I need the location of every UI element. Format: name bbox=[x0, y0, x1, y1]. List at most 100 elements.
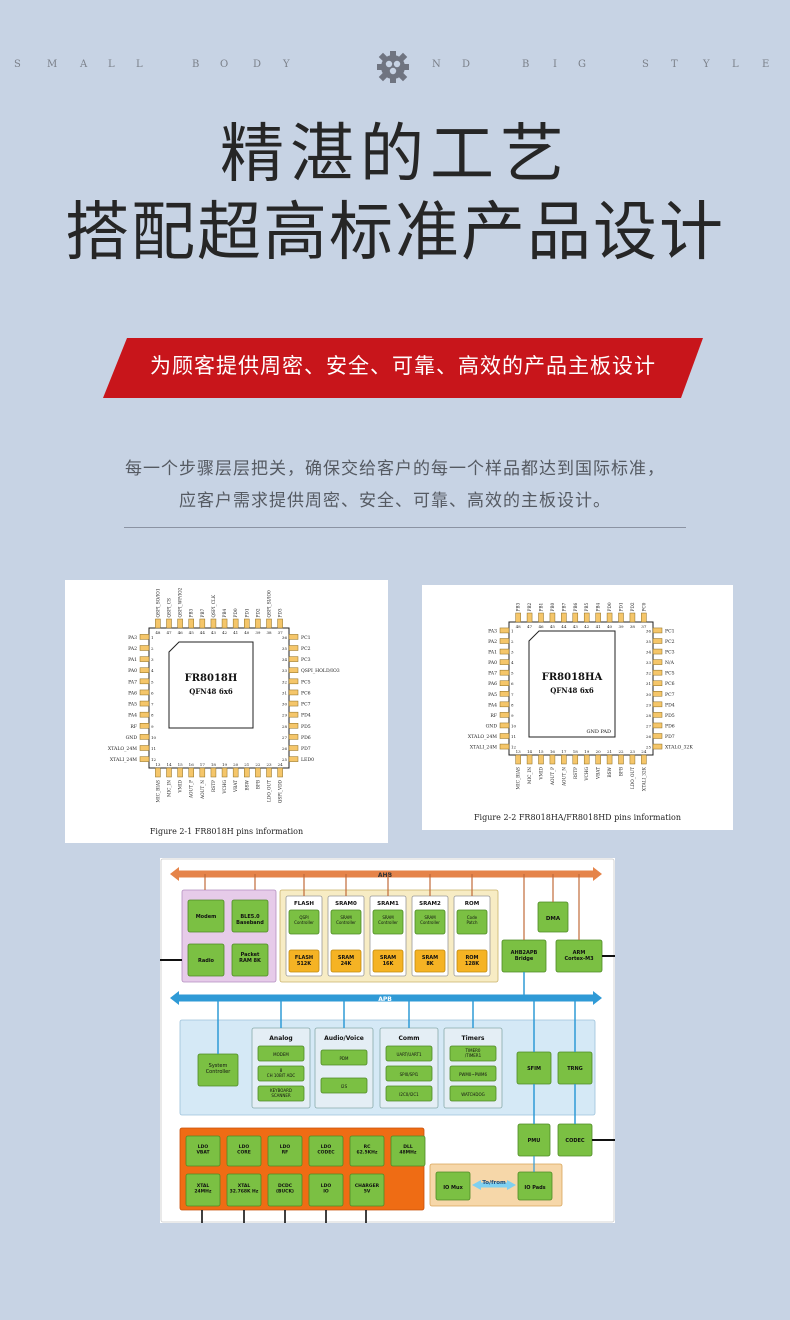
memory-size bbox=[456, 949, 488, 973]
pin-pad bbox=[499, 648, 510, 655]
pin-label: PA1 bbox=[128, 657, 137, 663]
periph-item-label: UART/UART1 bbox=[396, 1052, 422, 1057]
pin-label: PD6 bbox=[301, 735, 311, 741]
tagline-letter: O bbox=[220, 59, 229, 70]
apb-label: APB bbox=[378, 996, 392, 1003]
pin-number: 24 bbox=[278, 762, 284, 767]
periph-item bbox=[449, 1065, 497, 1082]
pin-pad bbox=[277, 618, 283, 629]
pin-pad bbox=[288, 656, 299, 662]
pin-label: QSPI_SI/IO0 bbox=[268, 590, 273, 618]
power-block bbox=[185, 1173, 221, 1207]
pin-number: 26 bbox=[646, 734, 652, 739]
pin-number: 45 bbox=[550, 624, 556, 629]
pin-label: GND bbox=[126, 735, 138, 741]
pin-number: 21 bbox=[607, 749, 612, 754]
pin-label: VCHG bbox=[223, 779, 228, 794]
pin-pad bbox=[606, 612, 613, 623]
pin-pad bbox=[561, 754, 567, 765]
pin-number: 36 bbox=[646, 628, 652, 633]
pin-label: PB3 bbox=[517, 602, 522, 611]
pin-number: 38 bbox=[630, 624, 636, 629]
pin-number: 24 bbox=[641, 749, 647, 754]
pin-label: AOUT_P bbox=[190, 780, 195, 799]
pin-pad bbox=[139, 745, 150, 751]
pin-pad bbox=[199, 767, 206, 778]
pin-number: 35 bbox=[282, 646, 288, 651]
pin-label: PD4 bbox=[301, 713, 311, 719]
pin-pad bbox=[177, 618, 183, 629]
pin-pad bbox=[561, 612, 567, 623]
pin-pad bbox=[139, 723, 150, 729]
periph-item bbox=[385, 1045, 433, 1062]
radio-block bbox=[187, 943, 225, 977]
pin-number: 39 bbox=[618, 624, 624, 629]
ahb-label: AHB bbox=[378, 872, 393, 879]
pin-number: 35 bbox=[646, 639, 652, 644]
pin-pad bbox=[166, 767, 172, 778]
memory-name: FLASH bbox=[294, 901, 314, 907]
pin-label: PD1 bbox=[620, 602, 625, 611]
pin-label: BSW bbox=[245, 779, 250, 790]
radio-block bbox=[231, 943, 269, 977]
pin-pad bbox=[139, 756, 150, 762]
pin-number: 28 bbox=[282, 724, 288, 729]
pin-label: LDO_OUT bbox=[631, 767, 636, 789]
pin-number: 16 bbox=[189, 762, 195, 767]
pin-pad bbox=[595, 612, 601, 623]
pin-pad bbox=[288, 667, 299, 673]
pin-label: XTALI_24M bbox=[110, 757, 137, 763]
pin-label: PA3 bbox=[128, 635, 137, 641]
pin-pad bbox=[210, 767, 217, 778]
pin-pad bbox=[526, 754, 533, 765]
periph-item bbox=[320, 1049, 368, 1066]
memory-name: SRAM1 bbox=[377, 901, 399, 907]
pin-label: PA1 bbox=[488, 650, 497, 656]
pin-pad bbox=[155, 767, 161, 778]
pin-number: 43 bbox=[573, 624, 579, 629]
pin-pad bbox=[266, 618, 272, 629]
periph-item-label: SPI0/SPI1 bbox=[400, 1072, 419, 1077]
gear-icon bbox=[377, 51, 409, 83]
pin-label: PA4 bbox=[128, 713, 137, 719]
pin-pad bbox=[288, 734, 299, 740]
pin-number: 33 bbox=[282, 668, 288, 673]
pin-pad bbox=[515, 754, 521, 765]
pin-pad bbox=[595, 754, 601, 765]
pin-pad bbox=[652, 638, 663, 644]
pin-number: 3 bbox=[511, 650, 514, 655]
pin-number: 12 bbox=[511, 745, 517, 750]
io-mux-label: IO Mux bbox=[443, 1185, 463, 1191]
pin-number: 40 bbox=[244, 630, 250, 635]
pin-label: XTALO_24M bbox=[108, 746, 137, 752]
gnd-pad-label: GND PAD bbox=[587, 729, 612, 735]
periph-item bbox=[385, 1065, 433, 1082]
pin-number: 18 bbox=[211, 762, 217, 767]
pin-number: 34 bbox=[646, 650, 652, 655]
pin-pad bbox=[188, 767, 194, 778]
pin-number: 17 bbox=[561, 749, 567, 754]
pin-label: MIC_BIAS bbox=[156, 780, 161, 802]
pin-pad bbox=[166, 618, 172, 629]
pin-number: 22 bbox=[255, 762, 261, 767]
trng-label: TRNG bbox=[567, 1066, 583, 1072]
pin-pad bbox=[244, 618, 250, 629]
pin-pad bbox=[499, 691, 510, 697]
pin-number: 10 bbox=[511, 723, 517, 728]
pin-label: LDO_OUT bbox=[268, 780, 273, 802]
periph-item-label: WATCHDOG bbox=[461, 1092, 485, 1097]
pin-pad bbox=[244, 767, 250, 778]
pin-number: 37 bbox=[641, 624, 647, 629]
pin-pad bbox=[652, 648, 663, 655]
pin-label: PC7 bbox=[301, 702, 311, 708]
